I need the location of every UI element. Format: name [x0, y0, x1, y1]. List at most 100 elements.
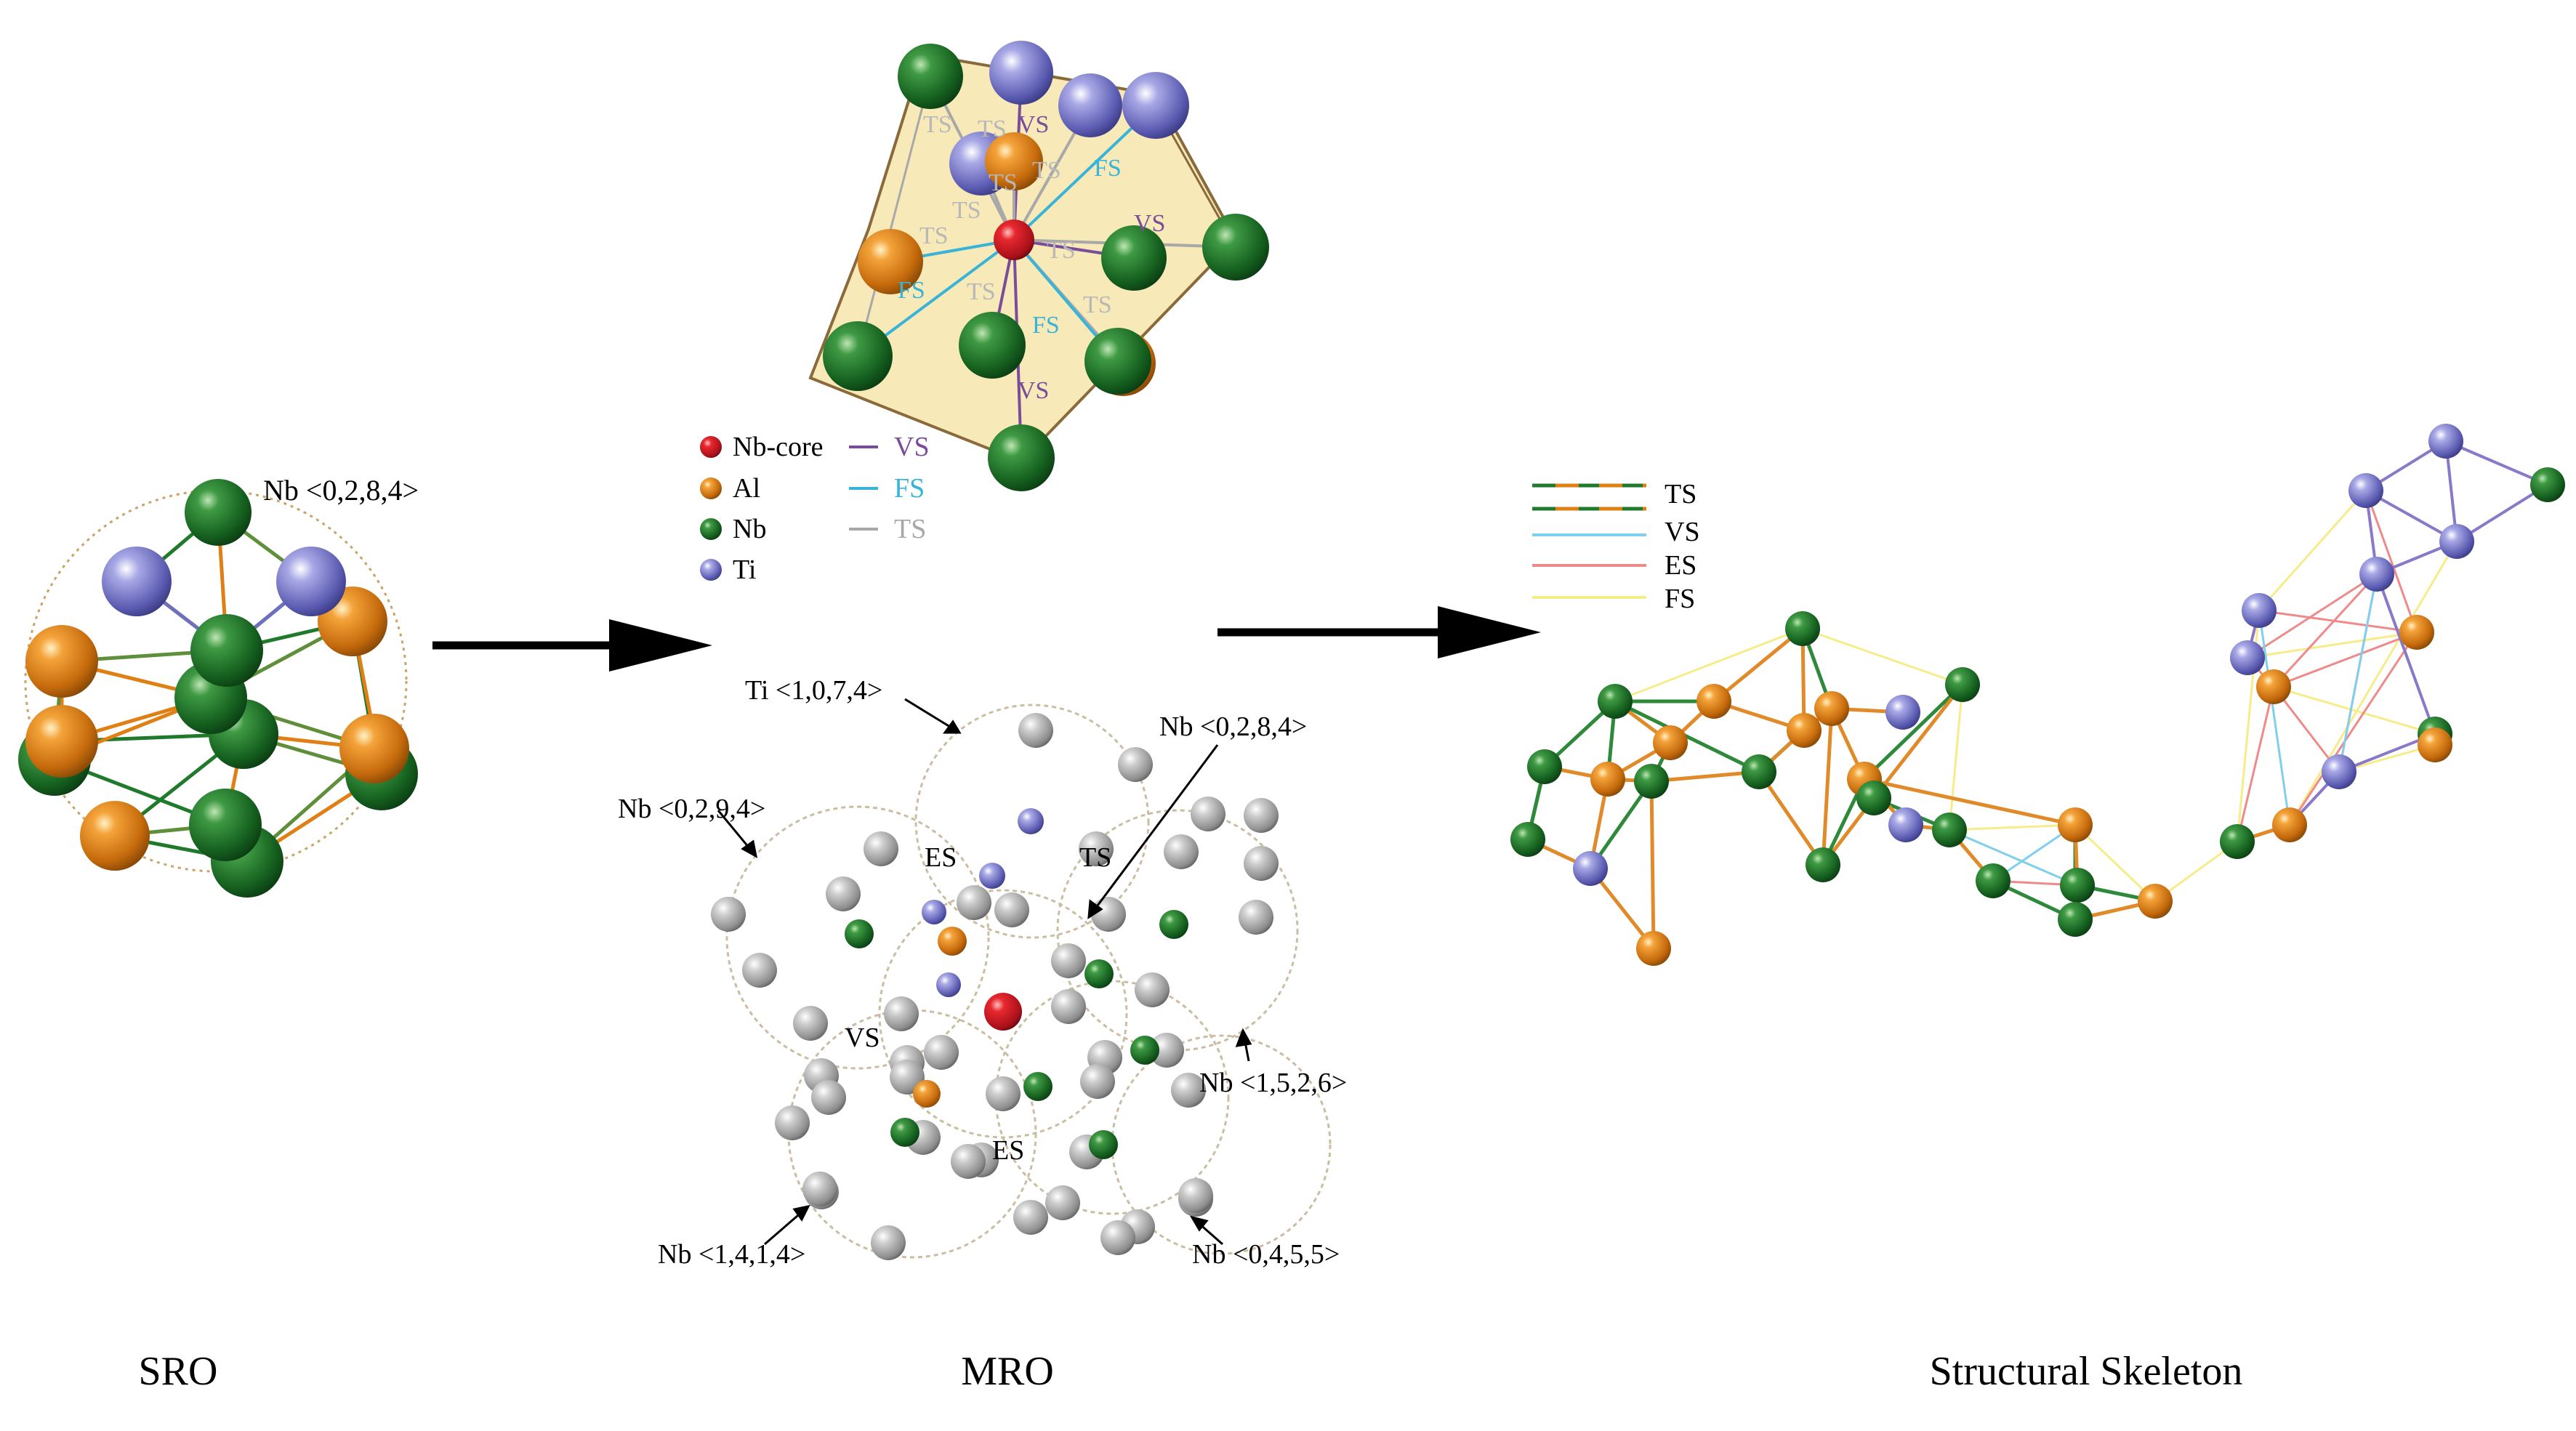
nb-atom	[1527, 749, 1562, 784]
poly-label-vs: VS	[1134, 210, 1165, 237]
mro-cluster-label-nb-1526: Nb <1,5,2,6>	[1199, 1068, 1347, 1098]
bond-line	[2338, 573, 2378, 773]
mro-cluster-circle	[878, 889, 1128, 1139]
bond-line	[2247, 631, 2418, 659]
nb-core-atom	[994, 219, 1034, 260]
legend-swatch-ti	[700, 559, 722, 581]
gray-atom	[1045, 1185, 1080, 1220]
poly-label-ts: TS	[1032, 157, 1061, 184]
nb-atom	[898, 44, 963, 109]
al-atom	[2399, 615, 2434, 650]
gray-atom	[1100, 1220, 1135, 1255]
bond-line	[1712, 627, 1804, 703]
arrow-mro-to-skeleton	[1217, 606, 1541, 658]
gray-atom	[871, 1225, 906, 1260]
al-atom	[1787, 713, 1822, 748]
gray-atom	[884, 996, 919, 1031]
legend-label-ts: TS	[1665, 479, 1696, 509]
nb-atom	[1856, 781, 1891, 815]
gray-atom	[1244, 846, 1279, 881]
nb-atom	[1742, 754, 1776, 789]
legend-label-vs: VS	[894, 432, 930, 462]
gray-atom	[1118, 747, 1153, 782]
ti-atom	[2439, 524, 2474, 559]
nb-atom	[190, 614, 263, 687]
bond-line	[1863, 683, 1964, 781]
nb-atom	[890, 1118, 919, 1147]
al-atom	[25, 625, 98, 698]
gray-atom	[775, 1105, 810, 1140]
gray-atom	[951, 1144, 986, 1179]
gray-atom	[793, 1006, 828, 1041]
al-atom	[985, 132, 1043, 190]
legend-label-fs: FS	[1665, 584, 1695, 614]
nb-atom	[1101, 225, 1167, 291]
ti-atom	[979, 863, 1005, 889]
poly-label-ts: TS	[923, 111, 952, 138]
mro-cluster-label-nb-0284: Nb <0,2,8,4>	[1159, 712, 1307, 742]
nb-atom	[1023, 1072, 1052, 1101]
nb-atom	[1510, 822, 1545, 857]
arrow-sro-to-mro	[432, 619, 712, 672]
al-atom	[1696, 684, 1731, 719]
nb-atom	[185, 479, 251, 546]
bond-line	[856, 76, 932, 357]
legend-label-ts: TS	[894, 514, 926, 544]
ti-atom	[1888, 807, 1923, 842]
poly-label-ts: TS	[952, 197, 981, 224]
nb-atom	[1976, 863, 2011, 898]
mro-label-vs: VS	[845, 1023, 880, 1053]
nb-atom	[2220, 824, 2255, 859]
gray-atom	[1164, 834, 1199, 869]
sro-cluster-label: Nb <0,2,8,4>	[263, 474, 419, 507]
sro-panel: Nb <0,2,8,4> SRO	[18, 474, 419, 1394]
poly-label-ts: TS	[989, 169, 1018, 196]
bond-line	[2272, 686, 2340, 773]
gray-atom	[1244, 798, 1279, 833]
poly-label-ts: TS	[1047, 237, 1076, 264]
mro-cluster-atoms	[711, 713, 1279, 1260]
al-atom	[858, 229, 923, 294]
ti-atom	[1058, 73, 1122, 137]
ti-atom	[1885, 695, 1920, 730]
bond-line	[2375, 573, 2436, 735]
nb-core-atom	[984, 993, 1022, 1031]
legend-label-es: ES	[1665, 550, 1696, 581]
mro-cluster-circle	[1056, 809, 1299, 1052]
bond-line	[2258, 609, 2418, 634]
sro-atoms	[18, 479, 418, 898]
gray-atom	[742, 953, 777, 988]
ti-atom	[2428, 424, 2463, 459]
ti-atom	[936, 972, 961, 997]
mro-legend: Nb-core Al Nb Ti VS FS TS	[700, 432, 930, 585]
nb-atom	[988, 424, 1055, 491]
al-atom	[2256, 669, 2291, 704]
al-atom	[913, 1080, 941, 1108]
poly-label-ts: TS	[967, 278, 996, 305]
gray-atom	[1091, 897, 1126, 932]
nb-atom	[1785, 611, 1820, 646]
mro-cluster-circle	[994, 980, 1230, 1215]
mro-label-pointers	[717, 698, 1252, 1246]
al-atom	[25, 705, 98, 778]
bond-line	[2288, 541, 2458, 826]
ti-atom	[2242, 593, 2277, 628]
gray-atom	[1013, 1200, 1048, 1235]
nb-atom	[189, 789, 262, 861]
gray-atom	[1018, 713, 1053, 748]
mro-cluster-label-nb-1414: Nb <1,4,1,4>	[658, 1239, 805, 1270]
legend-label-ti: Ti	[733, 555, 756, 585]
legend-label-nb-core: Nb-core	[733, 432, 823, 462]
poly-label-fs: FS	[1094, 155, 1122, 182]
al-atom	[1653, 725, 1688, 760]
al-atom	[938, 927, 967, 956]
mro-cluster-circle	[914, 704, 1150, 939]
ti-atom	[2230, 640, 2265, 675]
gray-atom	[864, 831, 898, 866]
poly-label-ts: TS	[1083, 291, 1112, 318]
gray-atom	[1080, 1064, 1115, 1099]
mro-label-es-bottom: ES	[992, 1135, 1024, 1166]
mro-polyhedron-atoms	[823, 41, 1269, 491]
al-atom	[1636, 931, 1671, 966]
